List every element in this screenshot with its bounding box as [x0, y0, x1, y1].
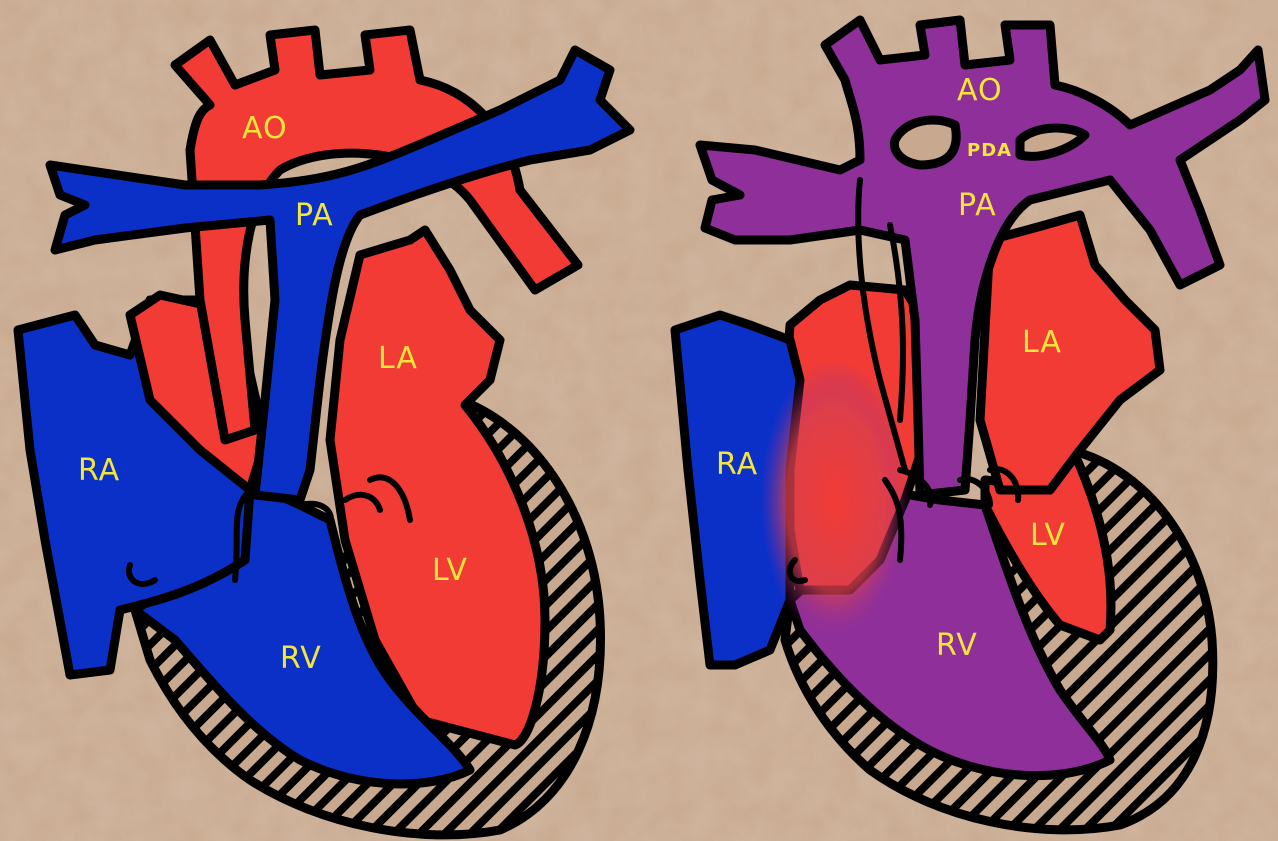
right-heart-label-lv: LV: [1030, 518, 1066, 553]
right-heart-label-pa: PA: [958, 188, 997, 223]
left-heart-label-lv: LV: [432, 553, 468, 588]
left-heart-label-la: LA: [378, 341, 418, 376]
right-heart-label-la: LA: [1022, 325, 1062, 360]
right-heart-label-rv: RV: [936, 628, 978, 663]
left-heart-label-rv: RV: [280, 641, 322, 676]
right-heart-label-ao: AO: [957, 73, 1003, 108]
left-heart-label-pa: PA: [295, 198, 334, 233]
right-heart-label-ra: RA: [716, 447, 758, 482]
left-heart-label-ao: AO: [242, 111, 288, 146]
left-heart-label-ra: RA: [78, 453, 120, 488]
right-heart-aortic-arch-gap: [894, 120, 956, 165]
right-heart-label-pda: PDA: [967, 140, 1012, 161]
